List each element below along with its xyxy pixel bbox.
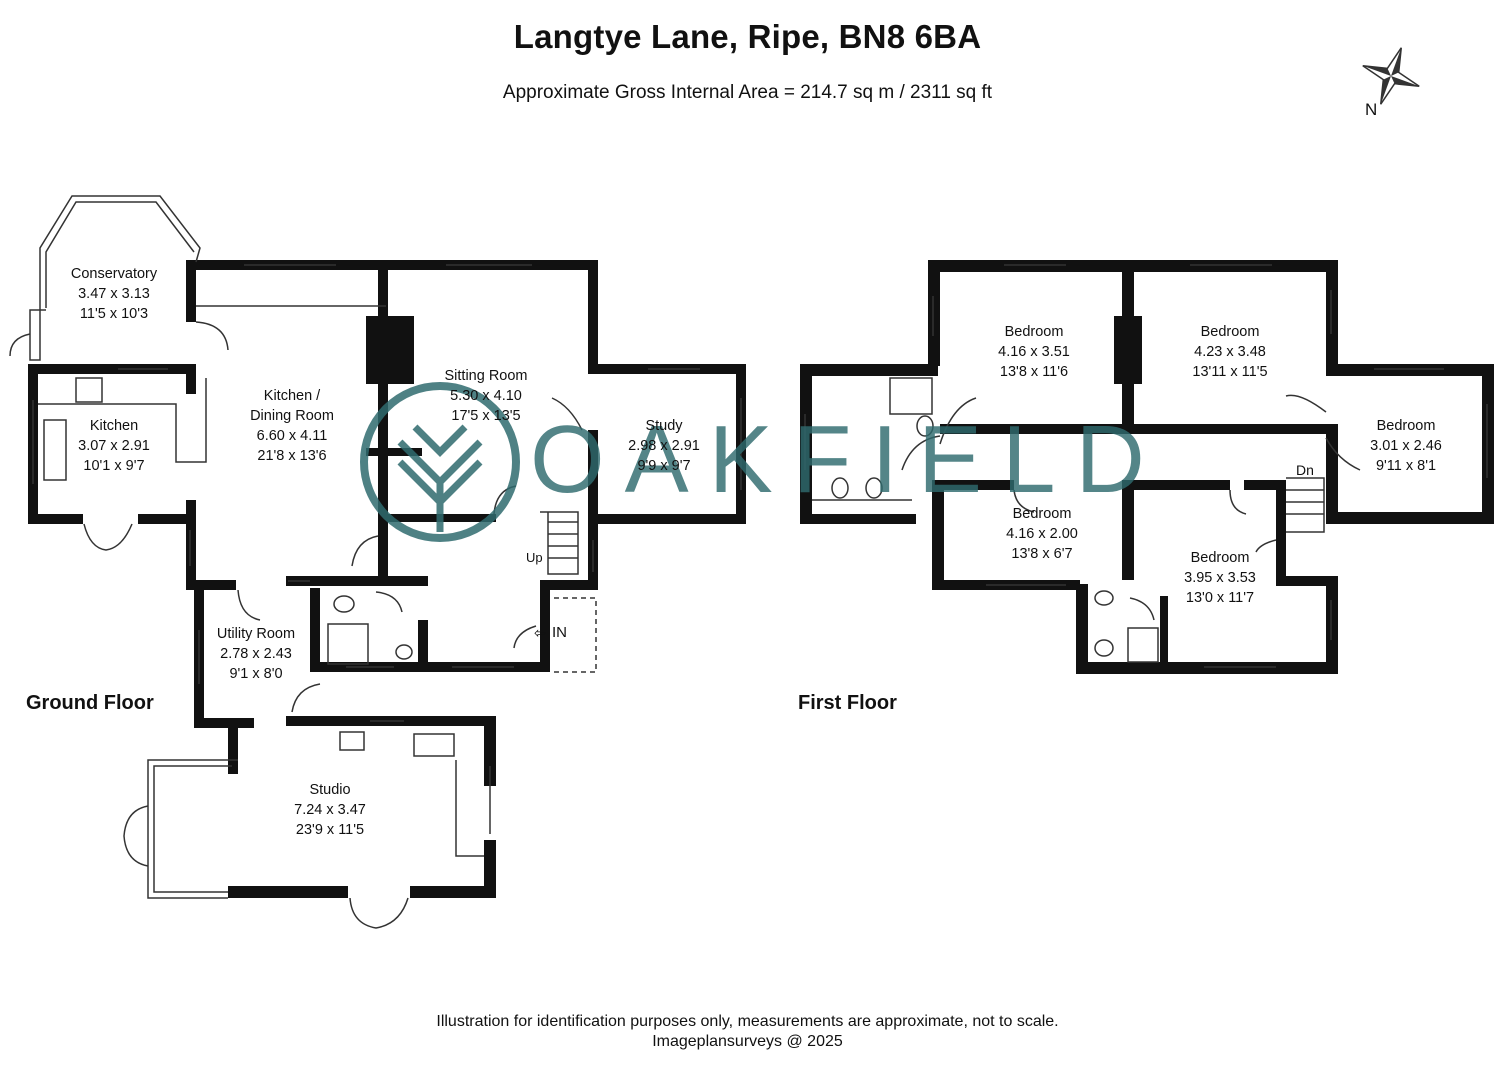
entrance-arrow-icon: ⇦: [534, 625, 547, 642]
room-name: Bedroom: [1004, 324, 1064, 340]
room-bedroom-2: Bedroom 4.23 x 3.48 13'11 x 11'5: [1192, 322, 1267, 382]
compass-rose-icon: [1362, 47, 1420, 105]
room-imperial: 13'0 x 11'7: [1185, 590, 1255, 606]
room-metric: 3.01 x 2.46: [1370, 438, 1442, 454]
room-metric: 6.60 x 4.11: [256, 428, 328, 444]
room-metric: 3.95 x 3.53: [1184, 570, 1256, 586]
room-bedroom-3: Bedroom 3.01 x 2.46 9'11 x 8'1: [1370, 416, 1442, 476]
room-name-line1: Kitchen /: [263, 388, 321, 404]
room-name: Conservatory: [70, 266, 158, 282]
gross-area-subtitle: Approximate Gross Internal Area = 214.7 …: [502, 82, 993, 103]
room-metric: 2.98 x 2.91: [628, 438, 700, 454]
oakfield-logo-icon: [360, 382, 520, 542]
room-sitting-room: Sitting Room 5.30 x 4.10 17'5 x 13'5: [444, 366, 527, 426]
room-name: Utility Room: [216, 626, 296, 642]
room-studio: Studio 7.24 x 3.47 23'9 x 11'5: [294, 780, 366, 840]
room-name: Studio: [309, 782, 351, 798]
page-title: Langtye Lane, Ripe, BN8 6BA: [513, 18, 982, 55]
room-name: Bedroom: [1190, 550, 1250, 566]
room-kitchen: Kitchen 3.07 x 2.91 10'1 x 9'7: [78, 416, 150, 476]
room-metric: 4.23 x 3.48: [1194, 344, 1266, 360]
stairs-down-label: Dn: [1296, 462, 1314, 478]
ground-floor-thin-lines: [9, 195, 742, 929]
room-name: Bedroom: [1012, 506, 1072, 522]
entrance-label: IN: [552, 624, 567, 641]
room-imperial: 9'1 x 8'0: [229, 666, 283, 682]
ground-floor-label: Ground Floor: [26, 692, 154, 714]
room-name: Kitchen: [89, 418, 139, 434]
room-bedroom-1: Bedroom 4.16 x 3.51 13'8 x 11'6: [998, 322, 1070, 382]
first-floor-thin-lines: [804, 264, 1488, 668]
compass-north-label: N: [1365, 100, 1378, 119]
room-imperial: 9'9 x 9'7: [637, 458, 691, 474]
room-imperial: 11'5 x 10'3: [79, 306, 149, 322]
disclaimer-text: Illustration for identification purposes…: [436, 1013, 1059, 1030]
room-kitchen-dining: Kitchen / Dining Room 6.60 x 4.11 21'8 x…: [250, 386, 334, 466]
room-metric: 2.78 x 2.43: [220, 646, 292, 662]
room-imperial: 10'1 x 9'7: [83, 458, 145, 474]
room-imperial: 23'9 x 11'5: [295, 822, 365, 838]
room-name: Sitting Room: [444, 368, 528, 384]
watermark-text: OAKFIELD: [530, 406, 1165, 513]
ground-floor-walls: [28, 260, 746, 898]
room-imperial: 17'5 x 13'5: [451, 408, 521, 424]
room-study: Study 2.98 x 2.91 9'9 x 9'7: [628, 416, 700, 476]
room-metric: 3.47 x 3.13: [78, 286, 150, 302]
room-imperial: 13'11 x 11'5: [1192, 364, 1268, 380]
room-metric: 4.16 x 3.51: [998, 344, 1070, 360]
room-name: Bedroom: [1200, 324, 1260, 340]
room-imperial: 13'8 x 6'7: [1011, 546, 1073, 562]
room-name-line2: Dining Room: [250, 408, 334, 424]
room-bedroom-4: Bedroom 4.16 x 2.00 13'8 x 6'7: [1006, 504, 1078, 564]
room-imperial: 9'11 x 8'1: [1375, 458, 1437, 474]
room-metric: 3.07 x 2.91: [78, 438, 150, 454]
stairs-up-label: Up: [526, 550, 543, 565]
room-imperial: 13'8 x 11'6: [999, 364, 1069, 380]
room-metric: 5.30 x 4.10: [450, 388, 522, 404]
first-floor-label: First Floor: [798, 692, 897, 714]
room-name: Study: [645, 418, 683, 434]
room-imperial: 21'8 x 13'6: [257, 448, 327, 464]
copyright-text: Imageplansurveys @ 2025: [652, 1033, 843, 1050]
room-metric: 4.16 x 2.00: [1006, 526, 1078, 542]
room-utility: Utility Room 2.78 x 2.43 9'1 x 8'0: [217, 624, 295, 684]
room-metric: 7.24 x 3.47: [294, 802, 366, 818]
room-conservatory: Conservatory 3.47 x 3.13 11'5 x 10'3: [71, 264, 157, 324]
room-bedroom-5: Bedroom 3.95 x 3.53 13'0 x 11'7: [1184, 548, 1256, 608]
room-name: Bedroom: [1376, 418, 1436, 434]
